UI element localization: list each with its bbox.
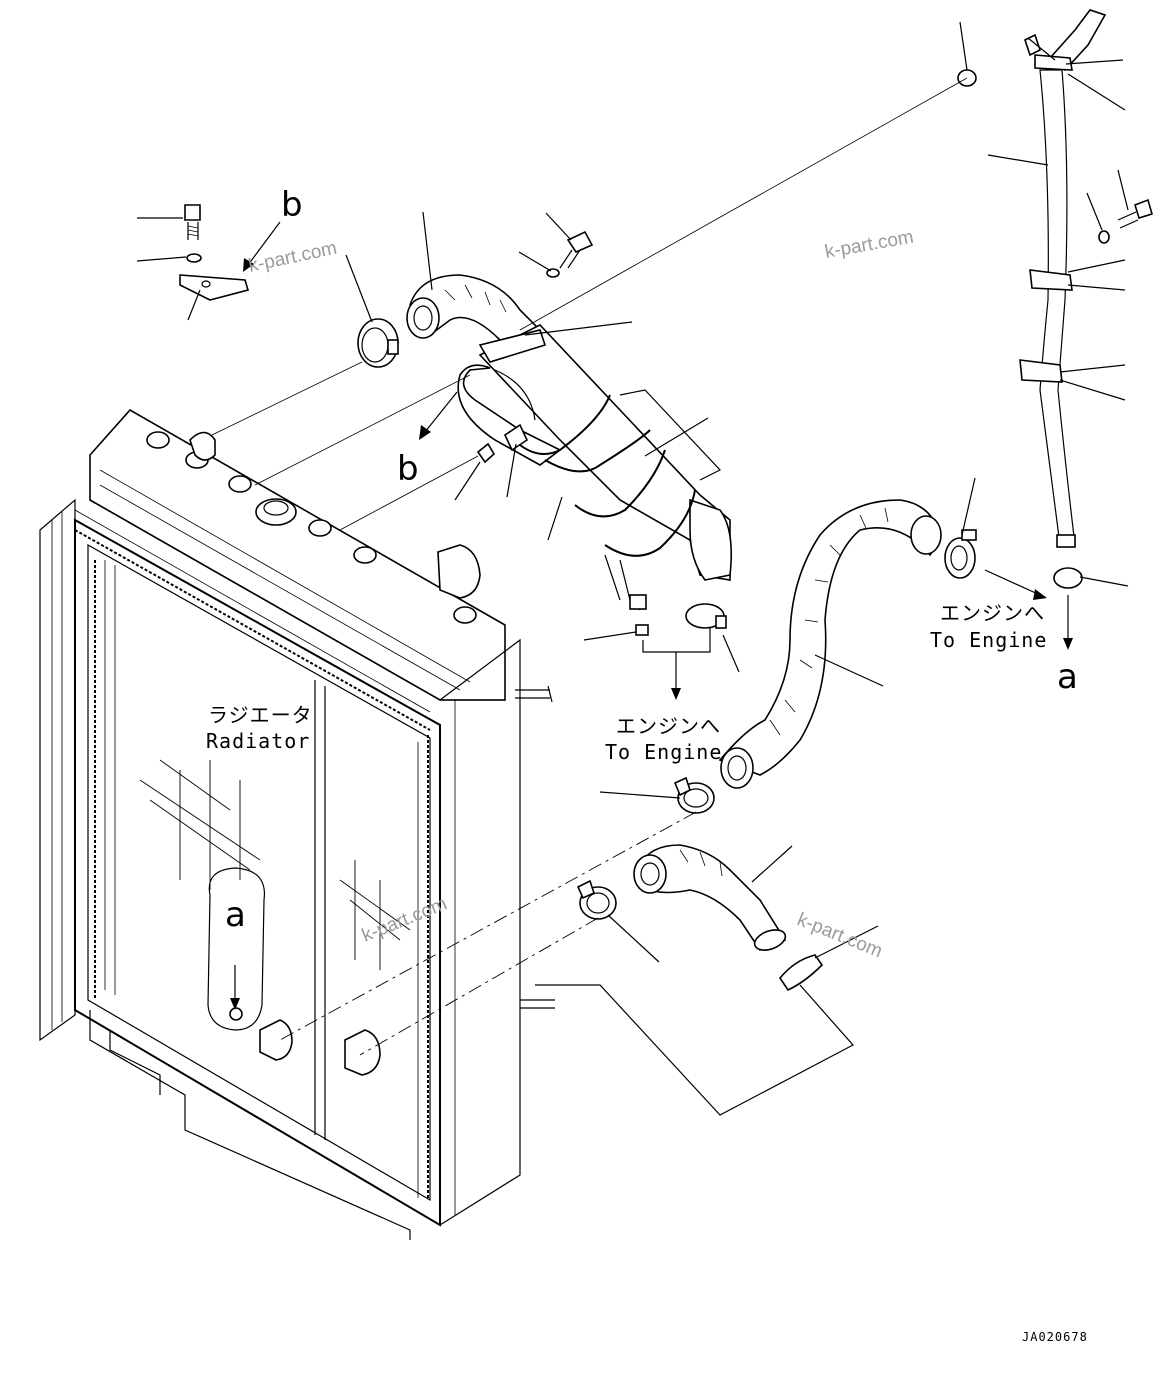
nut [476,442,496,464]
hose-clamp-lower [576,776,824,992]
water-pipe-assembly [457,324,733,611]
watermark: k-part.com [823,227,915,263]
watermark: k-part.com [359,894,450,947]
radiator-label-en: Radiator [206,729,310,753]
callout-b-left: b [397,449,419,489]
overflow-tube [957,9,1153,589]
callout-b-top: b [281,185,303,225]
drawing-number: JA020678 [1022,1330,1088,1344]
hose-clamp-right [944,529,977,579]
to-engine-right-en: To Engine [930,628,1047,652]
assembly-lines [211,77,1073,1116]
watermark: k-part.com [247,238,339,277]
watermark: k-part.com [794,909,885,962]
lower-radiator-hose [718,499,942,789]
hose-clamp-center [635,603,727,636]
radiator-assembly [39,408,555,1240]
leader-lines [136,21,1129,963]
lower-elbow-hose [633,844,787,951]
mounting-bracket [179,204,250,301]
callout-a-right: a [1057,657,1078,697]
to-engine-center-en: To Engine [605,740,722,764]
radiator-label-jp: ラジエータ [208,703,313,727]
hose-clamp-upper [357,318,399,368]
to-engine-right-jp: エンジンへ [940,601,1045,625]
callout-a-radiator: a [225,895,246,935]
to-engine-center-jp: エンジンへ [616,714,721,738]
